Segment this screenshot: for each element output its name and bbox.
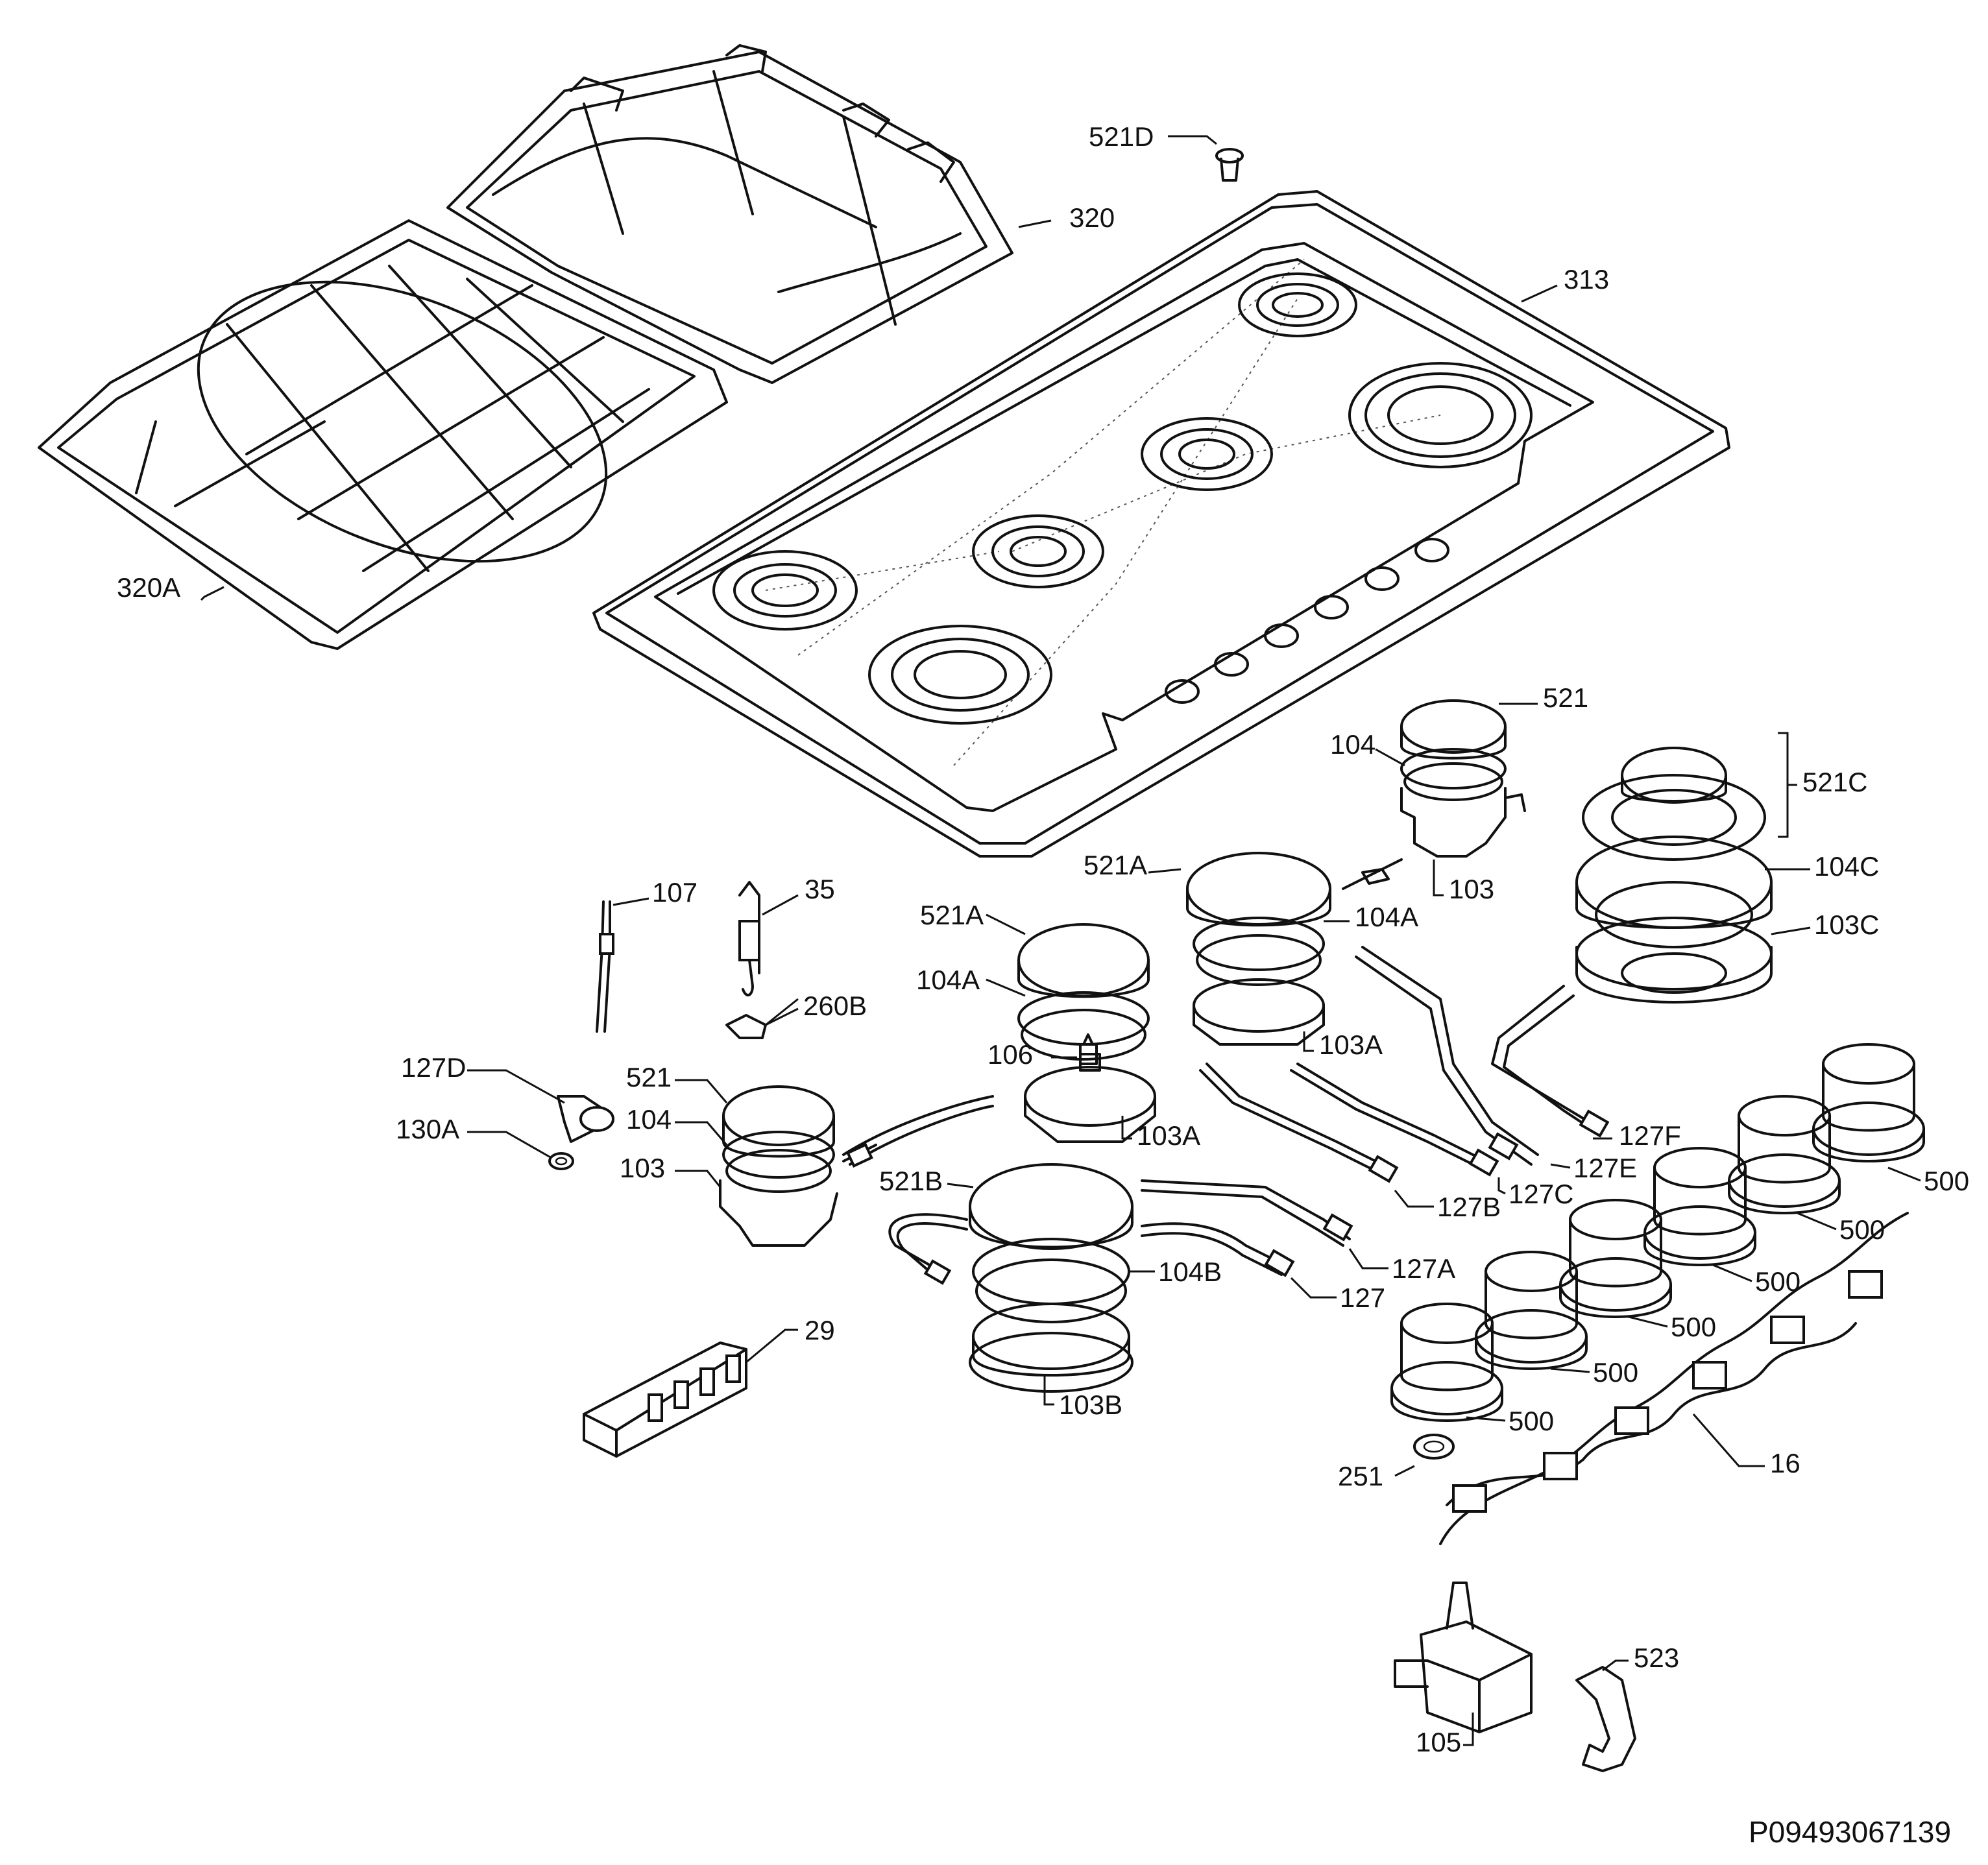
label-521a-right: 521A [1084, 850, 1147, 880]
label-521a-middle: 521A [920, 900, 984, 930]
label-104c: 104C [1814, 851, 1879, 882]
injector-nozzle-106 [1079, 1033, 1098, 1065]
document-code: P09493067139 [1749, 1815, 1951, 1849]
burner-assembly-521a-middle [1017, 923, 1156, 1143]
label-521d: 521D [1089, 121, 1154, 152]
burner-assembly-left [719, 1085, 877, 1247]
label-104b: 104B [1158, 1257, 1222, 1287]
label-313: 313 [1564, 264, 1609, 295]
label-500-2: 500 [1839, 1214, 1885, 1245]
gas-pipes [842, 946, 1610, 1285]
knob-1 [1390, 1303, 1503, 1422]
label-105: 105 [1416, 1727, 1461, 1757]
label-127f: 127F [1619, 1120, 1681, 1151]
label-107: 107 [652, 877, 697, 908]
leader-lines [200, 135, 1921, 1746]
label-103b: 103B [1059, 1390, 1122, 1420]
clip-260b [725, 1007, 799, 1039]
part-labels: 521D 320 313 320A 521 104 103 521C 104C … [117, 121, 1969, 1757]
thermocouple-107 [596, 897, 649, 1033]
washer-130a [548, 1152, 574, 1170]
ignition-wiring-16 [1439, 1212, 1909, 1545]
hob-top-313 [592, 190, 1730, 858]
label-104a-right: 104A [1355, 902, 1418, 932]
label-16: 16 [1770, 1448, 1800, 1478]
knob-4 [1643, 1147, 1756, 1266]
label-500-4: 500 [1671, 1312, 1716, 1342]
label-521b: 521B [879, 1166, 943, 1196]
label-127b: 127B [1437, 1192, 1501, 1222]
label-521-left: 521 [626, 1062, 672, 1092]
knob-3 [1559, 1199, 1672, 1318]
hob-burner-rear-left [712, 550, 858, 631]
clip-523 [1575, 1666, 1636, 1772]
label-103-left: 103 [620, 1153, 665, 1183]
pan-support-320a [38, 219, 728, 650]
hob-knob-holes [1165, 538, 1449, 704]
label-521-top: 521 [1543, 682, 1588, 713]
label-103a-middle: 103A [1137, 1120, 1200, 1151]
label-500-5: 500 [1593, 1357, 1638, 1388]
hob-burner-centre [972, 514, 1104, 588]
burner-assembly-521a-right [1186, 852, 1403, 1046]
ignition-electrode-35 [738, 881, 799, 996]
label-521c: 521C [1802, 767, 1867, 797]
pan-support-320 [446, 44, 1013, 384]
label-104a-middle: 104A [916, 965, 980, 995]
label-104-top: 104 [1330, 729, 1376, 760]
label-127c: 127C [1509, 1179, 1573, 1209]
hob-burner-centre-right [1141, 417, 1273, 491]
hob-burner-wok [1348, 362, 1533, 468]
label-103c: 103C [1814, 909, 1879, 940]
label-106: 106 [988, 1039, 1033, 1070]
label-104-left: 104 [626, 1104, 672, 1135]
label-320: 320 [1069, 202, 1115, 233]
label-127a: 127A [1392, 1253, 1455, 1284]
label-29: 29 [805, 1315, 835, 1345]
label-251: 251 [1338, 1461, 1383, 1491]
label-523: 523 [1634, 1642, 1679, 1673]
knob-5 [1728, 1095, 1841, 1214]
label-35: 35 [805, 874, 835, 904]
label-127e: 127E [1573, 1153, 1637, 1183]
knob-2 [1475, 1251, 1588, 1370]
gas-valve-105 [1394, 1582, 1533, 1733]
label-130a: 130A [396, 1114, 459, 1144]
elbow-fitting-127d [557, 1095, 614, 1143]
label-500-1: 500 [1924, 1166, 1969, 1196]
screw-521d [1215, 148, 1244, 182]
label-320a: 320A [117, 572, 180, 603]
hob-burner-front-left [868, 625, 1052, 725]
label-260b: 260B [803, 991, 867, 1021]
label-103a-right: 103A [1319, 1029, 1383, 1060]
label-103-top: 103 [1449, 874, 1494, 904]
burner-assembly-wok [1575, 732, 1789, 1004]
burner-assembly-small-right [1400, 699, 1526, 858]
burner-assembly-521b [969, 1163, 1133, 1393]
control-knobs-500 [1390, 1043, 1925, 1422]
label-127d: 127D [401, 1052, 466, 1083]
ignition-generator-29 [583, 1342, 747, 1458]
label-127: 127 [1340, 1282, 1385, 1313]
label-500-3: 500 [1755, 1266, 1800, 1297]
hob-burner-rear-right [1238, 272, 1357, 337]
knob-6 [1812, 1043, 1925, 1162]
label-500-6: 500 [1509, 1406, 1554, 1436]
ring-251 [1413, 1434, 1455, 1460]
